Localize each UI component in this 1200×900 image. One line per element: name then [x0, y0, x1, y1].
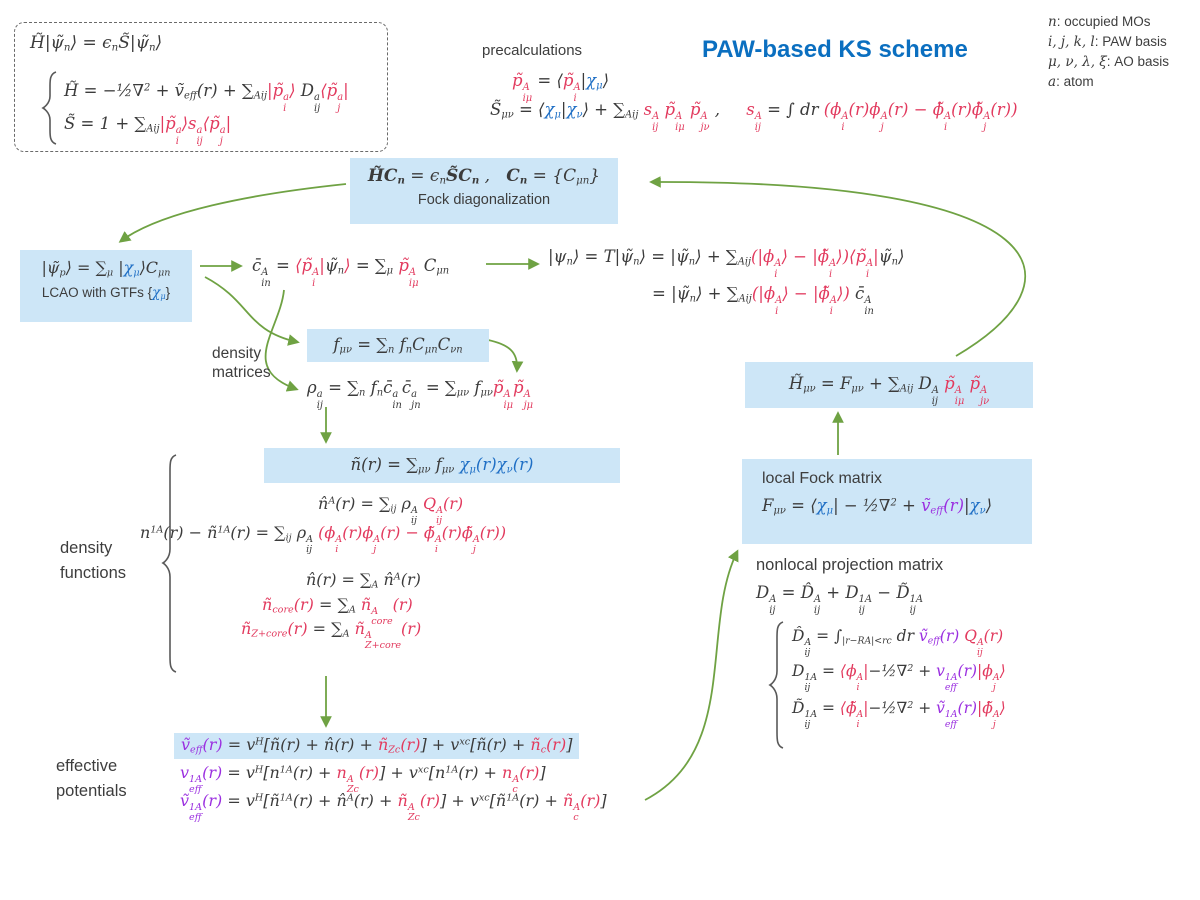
arrow-fock-to-lcao — [118, 183, 347, 243]
local-fock-matrix-box: local Fock matrix Fμν = ⟨χμ| − ½∇2 + ṽef… — [742, 459, 1032, 544]
legend-line-paw: i, j, k, l: PAW basis — [1048, 34, 1167, 50]
fock-eq: H̃Cn = ϵnS̃Cn , Cn = {Cμn} — [367, 166, 601, 187]
nonlocal-projection-label: nonlocal projection matrix — [756, 556, 944, 574]
ao-density-matrix-box: fμν = ∑n fnCμnCνn — [307, 329, 489, 362]
master-eq-line1: H̃|ψ̃n⟩ = ϵnS̃|ψ̃n⟩ — [30, 33, 163, 54]
lcao-eq: |ψ̃p⟩ = ∑μ |χμ⟩Cμn — [41, 258, 171, 279]
total-compensation-eq: n̂(r) = ∑A n̂A(r) — [306, 570, 421, 591]
effective-potentials-label-line2: potentials — [56, 782, 127, 800]
density-matrices-label: density matrices — [212, 344, 271, 383]
local-fock-label: local Fock matrix — [762, 470, 883, 487]
density-functions-label-line1: density — [60, 539, 113, 557]
ao-density-matrix-eq: fμν = ∑n fnCμnCνn — [333, 335, 463, 356]
lcao-box: |ψ̃p⟩ = ∑μ |χμ⟩Cμn LCAO with GTFs {χμ} — [20, 250, 192, 322]
arrow-potentials-to-localfock — [644, 549, 739, 801]
master-equation-box — [14, 22, 388, 152]
effective-potentials-label-line1: effective — [56, 757, 118, 775]
fock-diagonalization-box: H̃Cn = ϵnS̃Cn , Cn = {Cμn} Fock diagonal… — [350, 158, 618, 224]
density-functions-label: density functions — [60, 536, 126, 586]
precalculations-label: precalculations — [482, 42, 583, 59]
soft-density-box: ñ(r) = ∑μν fμν χμ(r)χν(r) — [264, 448, 620, 483]
legend-line-ao: μ, ν, λ, ξ: AO basis — [1048, 54, 1170, 70]
lcao-label: LCAO with GTFs {χμ} — [41, 284, 171, 301]
local-fock-eq: Fμν = ⟨χμ| − ½∇2 + ṽeff(r)|χν⟩ — [762, 496, 993, 517]
brace-d-matrices — [768, 621, 784, 749]
notation-legend: n: occupied MOs i, j, k, l: PAW basis μ,… — [1048, 12, 1169, 92]
soft-density-eq: ñ(r) = ∑μν fμν χμ(r)χν(r) — [350, 455, 534, 476]
legend-line-atom: a: atom — [1048, 74, 1094, 90]
soft-potential-eq: ṽeff(r) = vH[ñ(r) + n̂(r) + ñZc(r)] + vx… — [174, 733, 580, 759]
density-matrices-label-line2: matrices — [212, 364, 271, 382]
legend-line-n: n: occupied MOs — [1048, 14, 1151, 30]
brace-density-functions — [161, 454, 177, 673]
density-matrices-label-line1: density — [212, 345, 262, 362]
page-title: PAW-based KS scheme — [702, 36, 968, 63]
effective-potentials-label: effective potentials — [56, 754, 127, 804]
fock-label: Fock diagonalization — [417, 191, 551, 208]
density-functions-label-line2: functions — [60, 564, 127, 582]
